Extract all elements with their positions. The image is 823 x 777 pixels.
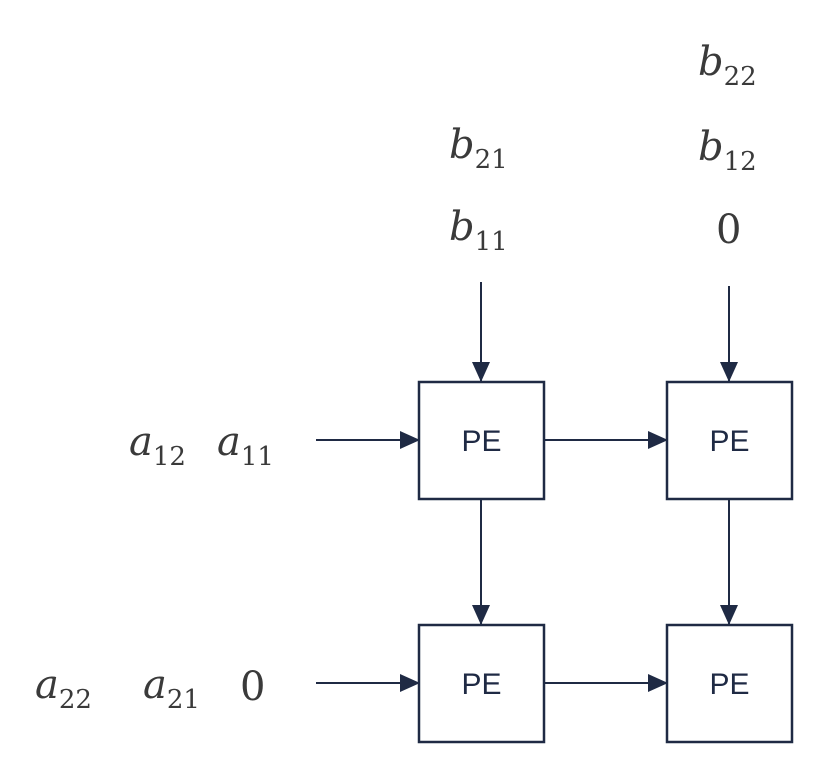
col1-input-b11: b11: [449, 204, 508, 257]
col2-input-b22: b22: [698, 39, 757, 92]
col2-input-b12: b12: [698, 124, 757, 177]
pe-label: PE: [709, 425, 749, 458]
col2-input-zero: 0: [716, 207, 741, 253]
pe-node-row1-col1: PE: [417, 380, 546, 501]
pe-node-row2-col1: PE: [417, 623, 546, 744]
pe-label: PE: [709, 668, 749, 701]
pe-node-row2-col2: PE: [665, 623, 794, 744]
row2-input-zero: 0: [240, 664, 265, 710]
row2-input-a22: a22: [35, 662, 92, 715]
pe-label: PE: [461, 668, 501, 701]
row2-input-a21: a21: [143, 662, 200, 715]
pe-label: PE: [461, 425, 501, 458]
row1-input-a11: a11: [217, 419, 274, 472]
col1-input-b21: b21: [449, 122, 508, 175]
pe-node-row1-col2: PE: [665, 380, 794, 501]
row1-input-a12: a12: [129, 419, 186, 472]
